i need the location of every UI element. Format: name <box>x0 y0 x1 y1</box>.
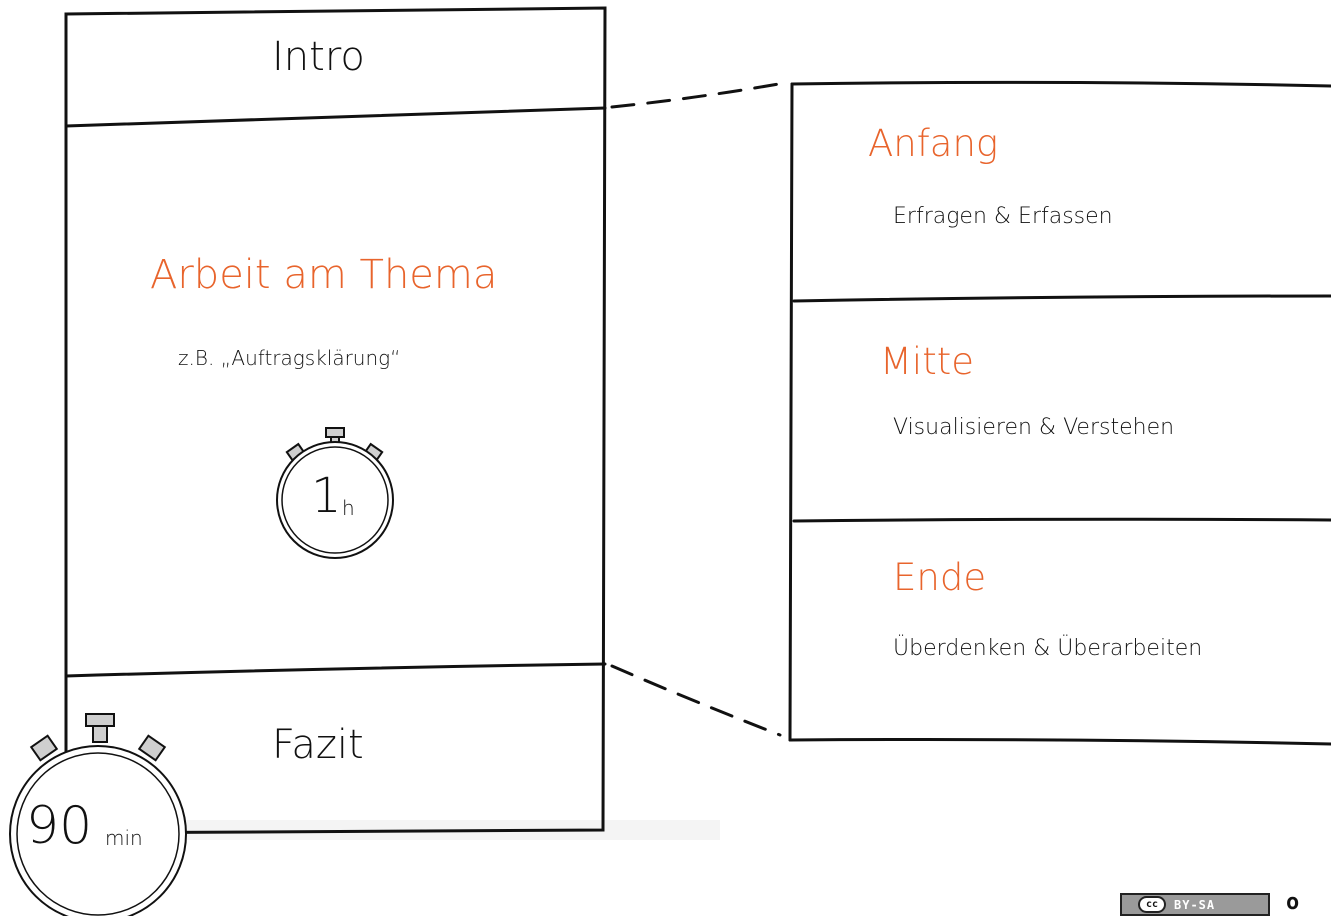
left-panel <box>64 6 607 835</box>
right-panel-top <box>790 80 1331 88</box>
connector-bottom <box>610 664 782 737</box>
intro-label: Intro <box>272 34 365 80</box>
right-panel-bottom <box>788 738 1331 746</box>
license-trailing-text: o <box>1286 890 1300 915</box>
section-ende-title: Ende <box>893 556 987 599</box>
license-label: BY-SA <box>1174 897 1216 912</box>
timer-unit: h <box>342 496 355 520</box>
section-ende-subtitle: Überdenken & Überarbeiten <box>893 636 1203 661</box>
topic-example: z.B. „Auftragsklärung“ <box>178 346 401 370</box>
license-badge[interactable]: cc BY-SA <box>1120 893 1270 916</box>
large-stopwatch-inner <box>16 752 180 916</box>
fazit-divider <box>64 662 607 678</box>
section-mitte-title: Mitte <box>880 340 974 383</box>
stopwatch-crown <box>325 427 345 438</box>
section-divider-2 <box>792 517 1331 523</box>
stopwatch-inner <box>281 446 389 554</box>
timer-value: 1 <box>311 468 342 524</box>
intro-divider <box>64 106 607 128</box>
left-panel-frame <box>64 6 607 835</box>
section-anfang-title: Anfang <box>868 122 999 165</box>
large-stopwatch-crown <box>85 713 115 727</box>
right-panel <box>788 80 1331 746</box>
cc-icon: cc <box>1138 896 1166 913</box>
large-stopwatch-button-right <box>137 734 167 762</box>
section-mitte-subtitle: Visualisieren & Verstehen <box>893 415 1175 440</box>
overall-timer-value: 90 <box>26 796 93 856</box>
connectors <box>610 80 792 737</box>
connector-top <box>610 80 792 109</box>
large-stopwatch-stem <box>92 725 108 743</box>
large-stopwatch-icon <box>9 713 187 916</box>
right-panel-left <box>788 82 794 742</box>
fazit-label: Fazit <box>272 722 364 768</box>
main-topic-title: Arbeit am Thema <box>150 252 498 298</box>
section-anfang-subtitle: Erfragen & Erfassen <box>893 204 1113 229</box>
section-divider-1 <box>792 294 1331 303</box>
stopwatch-icon <box>276 427 394 559</box>
large-stopwatch-button-left <box>29 734 59 762</box>
overall-timer-unit: min <box>105 826 143 850</box>
